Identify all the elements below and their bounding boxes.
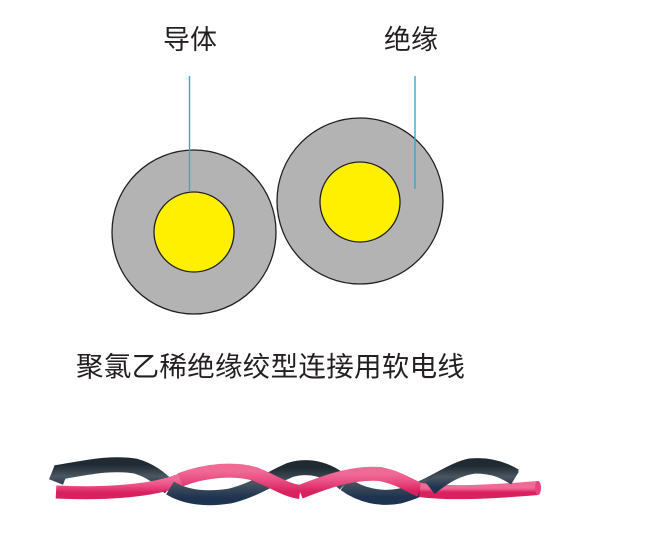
core-cross-section-right <box>276 117 444 285</box>
twisted-wire-illustration <box>49 457 541 506</box>
conductor-core <box>153 191 235 273</box>
conductor-core <box>319 161 401 243</box>
product-title: 聚氯乙稀绝缘绞型连接用软电线 <box>76 351 466 383</box>
core-cross-section-left <box>111 149 277 315</box>
insulation-label: 绝缘 <box>384 25 438 56</box>
conductor-label: 导体 <box>163 25 217 56</box>
